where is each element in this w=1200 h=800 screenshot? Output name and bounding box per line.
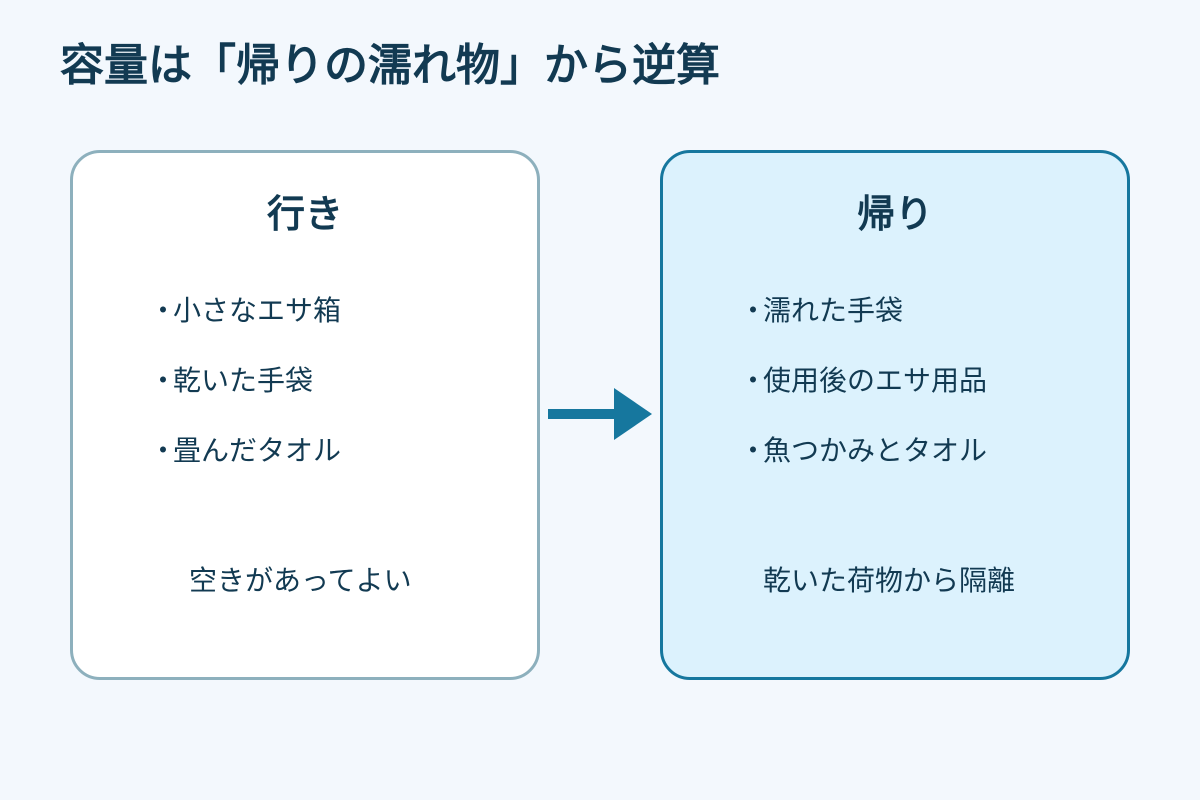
panel-going-item-list: ・ 小さなエサ箱 ・ 乾いた手袋 ・ 畳んだタオル (149, 285, 341, 495)
panel-return-note: 乾いた荷物から隔離 (763, 564, 1016, 597)
panel-going-note: 空きがあってよい (189, 564, 412, 597)
list-item: ・ 使用後のエサ用品 (739, 355, 987, 407)
list-item-label: 濡れた手袋 (763, 294, 904, 327)
list-item: ・ 小さなエサ箱 (149, 285, 341, 337)
list-item: ・ 乾いた手袋 (149, 355, 341, 407)
list-item: ・ 魚つかみとタオル (739, 425, 987, 477)
list-item-label: 魚つかみとタオル (763, 434, 988, 467)
panel-return-heading: 帰り (856, 192, 933, 236)
page-title: 容量は「帰りの濡れ物」から逆算 (60, 40, 720, 91)
list-item: ・ 濡れた手袋 (739, 285, 987, 337)
panel-going-heading: 行き (266, 192, 343, 236)
list-item: ・ 畳んだタオル (149, 425, 341, 477)
list-item-label: 乾いた手袋 (173, 364, 314, 397)
bullet: ・ (739, 434, 768, 467)
panel-return-item-list: ・ 濡れた手袋 ・ 使用後のエサ用品 ・ 魚つかみとタオル (739, 285, 987, 495)
bullet: ・ (149, 434, 178, 467)
list-item-label: 畳んだタオル (173, 434, 342, 467)
bullet: ・ (739, 294, 768, 327)
bullet: ・ (149, 294, 178, 327)
bullet: ・ (149, 364, 178, 397)
list-item-label: 小さなエサ箱 (173, 294, 342, 327)
right-arrow-icon (548, 388, 652, 440)
panel-return: 帰り ・ 濡れた手袋 ・ 使用後のエサ用品 ・ 魚つかみとタオル 乾いた荷物から… (660, 150, 1130, 680)
panel-going: 行き ・ 小さなエサ箱 ・ 乾いた手袋 ・ 畳んだタオル 空きがあってよい (70, 150, 540, 680)
list-item-label: 使用後のエサ用品 (763, 364, 988, 397)
bullet: ・ (739, 364, 768, 397)
